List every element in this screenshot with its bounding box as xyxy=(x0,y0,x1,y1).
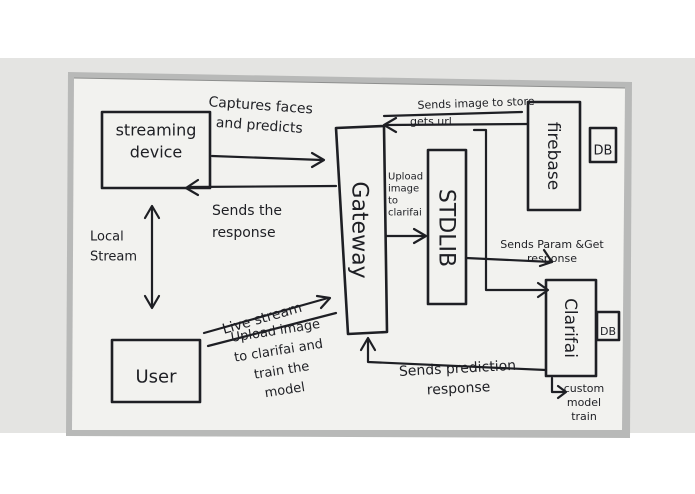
edge-captures-arrow xyxy=(210,151,326,169)
edge-label-sends-image-to-store: Sends image to store xyxy=(417,95,535,112)
node-label-firebase-db: DB xyxy=(594,144,613,159)
node-label-clarifai: Clarifai xyxy=(560,298,580,358)
clarifai-db-box xyxy=(595,310,621,342)
node-label-firebase: firebase xyxy=(543,122,563,190)
user-box xyxy=(110,338,202,404)
firebase-box xyxy=(526,100,582,212)
edge-label-sends-prediction-text: Sends predictionresponse xyxy=(399,358,518,400)
edge-label-gets-url: gets url xyxy=(410,115,452,128)
node-label-user-text: User xyxy=(135,366,177,387)
node-label-gateway: Gateway xyxy=(346,181,371,278)
streaming-device-box xyxy=(100,110,212,190)
edge-url-arrow xyxy=(382,116,530,134)
edge-custom-model-arrow xyxy=(550,376,568,400)
edge-label-gets-url-text: gets url xyxy=(410,115,452,128)
edge-label-sends-prediction: Sends predictionresponse xyxy=(399,358,518,400)
edge-local-stream-arrow xyxy=(143,204,161,310)
node-label-gateway-text: Gateway xyxy=(346,181,371,278)
node-label-firebase-text: firebase xyxy=(543,122,563,190)
edge-stdlib-clarifai-lines xyxy=(464,128,554,299)
edge-prediction-arrow xyxy=(359,336,548,372)
node-label-stdlib-text: STDLIB xyxy=(433,189,458,267)
node-label-user: User xyxy=(135,366,177,387)
node-label-clarifai-text: Clarifai xyxy=(560,298,580,358)
edge-label-sends-image-to-store-text: Sends image to store xyxy=(417,95,535,112)
edge-response-arrow xyxy=(184,178,338,197)
edge-label-captures-text: Captures facesand predicts xyxy=(207,94,314,137)
node-label-clarifai-db-text: DB xyxy=(600,325,616,338)
firebase-db-box xyxy=(588,126,618,164)
gateway-box xyxy=(334,124,389,336)
node-label-stdlib: STDLIB xyxy=(433,189,458,267)
edge-gateway-stdlib-arrow xyxy=(384,227,428,245)
stdlib-box xyxy=(426,148,468,306)
edge-label-captures: Captures facesand predicts xyxy=(207,94,314,137)
node-label-firebase-db-text: DB xyxy=(594,144,613,159)
edge-store-line xyxy=(382,110,524,118)
node-label-clarifai-db: DB xyxy=(600,325,616,338)
edge-live-stream-arrows xyxy=(202,294,338,348)
